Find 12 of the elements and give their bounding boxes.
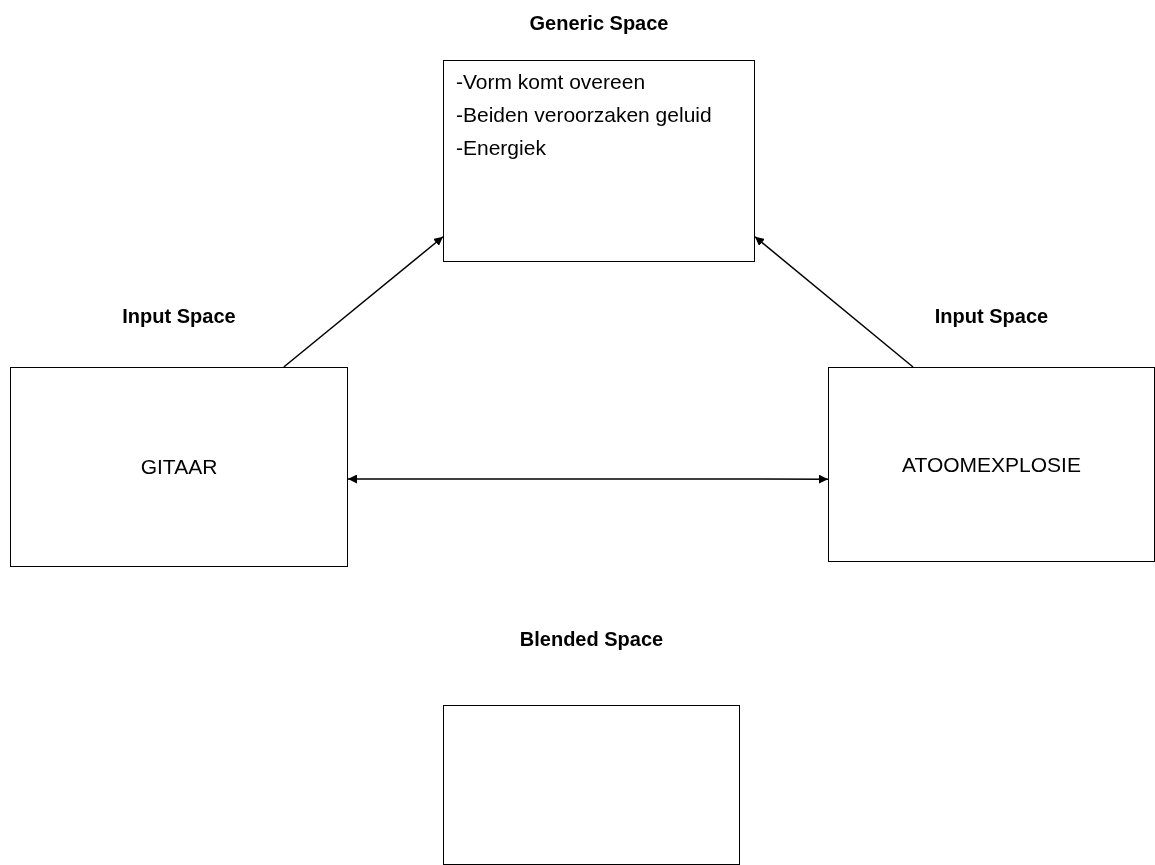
list-item: -Vorm komt overeen bbox=[456, 69, 646, 95]
list-item: -Energiek bbox=[456, 135, 546, 161]
space-heading: Input Space bbox=[933, 305, 1050, 328]
space-heading: Blended Space bbox=[518, 628, 665, 651]
space-heading: Input Space bbox=[121, 305, 237, 328]
concept-label: GITAAR bbox=[140, 455, 218, 479]
arrow bbox=[283, 236, 444, 368]
space-heading: Generic Space bbox=[528, 12, 670, 35]
arrow bbox=[754, 236, 914, 368]
arrow bbox=[347, 474, 829, 484]
list-item: -Beiden veroorzaken geluid bbox=[456, 102, 712, 128]
concept-label: ATOOMEXPLOSIE bbox=[902, 452, 1081, 477]
